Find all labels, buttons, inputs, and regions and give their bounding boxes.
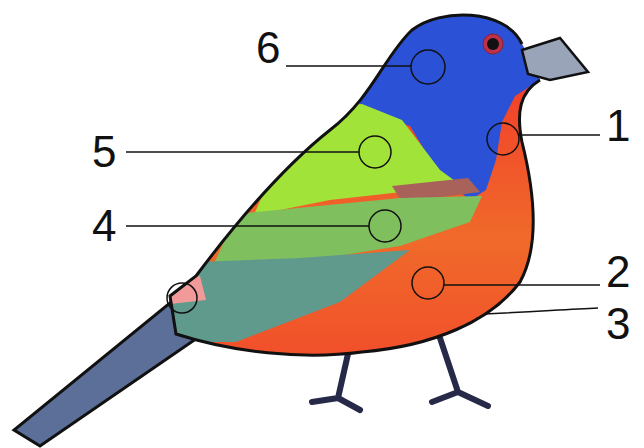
callout-number: 2 — [606, 250, 630, 294]
callout-number: 6 — [256, 26, 280, 70]
body-colours — [150, 0, 600, 400]
callout-number: 5 — [92, 130, 116, 174]
eye-ring — [483, 34, 503, 54]
beak — [522, 38, 588, 80]
callouts — [126, 50, 600, 313]
callout-number: 1 — [606, 104, 630, 148]
callout-number: 3 — [606, 302, 630, 346]
callout-number: 4 — [92, 204, 116, 248]
eye — [487, 38, 499, 50]
body-outline — [170, 15, 540, 355]
